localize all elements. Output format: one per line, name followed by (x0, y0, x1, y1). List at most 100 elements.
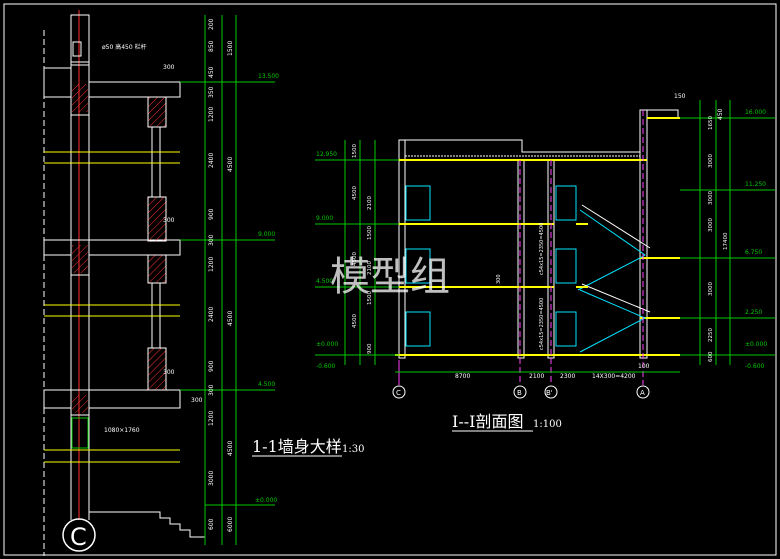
parapet (70, 14, 90, 66)
dim-text: 1650 (708, 116, 714, 130)
window-1f-b (555, 311, 577, 347)
detail-dims-col2: 1500 4500 4500 4500 6000 (227, 41, 234, 532)
wall-detail (43, 10, 275, 556)
detail-elev-1: 13.500 (258, 73, 279, 80)
dim-300-b: 300 (163, 217, 175, 224)
sec-elev-l-5: -0.600 (316, 363, 336, 370)
dim-text: 4500 (227, 441, 234, 456)
sec-elev-r-3: 6.750 (745, 249, 762, 256)
lintel-hatch-1 (147, 96, 167, 128)
sec-dim-2300: 2300 (560, 373, 575, 380)
dim-text: 6000 (227, 517, 234, 532)
stair-rail-1 (581, 204, 651, 249)
sec-axis-label-b: B (517, 389, 522, 397)
stair-flight-2 (579, 289, 647, 353)
dim-text: 3000 (708, 154, 714, 168)
sec-elev-l-4: ±0.000 (316, 341, 338, 348)
sec-dim-100: 100 (638, 363, 650, 370)
window-frame (71, 417, 89, 449)
sec-elev-l-3: 4.500 (316, 278, 333, 285)
section-scale: 1:100 (533, 419, 562, 430)
sec-axis-label-b2: B' (546, 389, 553, 397)
lintel-hatch-2 (147, 196, 167, 242)
dim-text: 900 (367, 343, 373, 354)
sec-right-dims: 1650 3000 3000 3000 3000 2250 600 17400 (708, 116, 729, 362)
dim-text: 1500 (352, 144, 358, 158)
dim-text: 3000 (208, 471, 215, 486)
section-drawing (315, 100, 775, 399)
dim-text: 1200 (208, 411, 215, 426)
dim-text: 3000 (708, 191, 714, 205)
sec-elev-l-2: 9.000 (316, 215, 333, 222)
dim-text: 600 (708, 351, 714, 362)
dim-text: 2250 (708, 328, 714, 342)
floor-slab-2 (43, 239, 181, 276)
sheet-border (3, 3, 777, 556)
dim-text: 1200 (208, 107, 215, 122)
sec-dim-8700: 8700 (455, 373, 470, 380)
dim-text: 2400 (208, 153, 215, 168)
dim-text: 4500 (352, 252, 358, 266)
detail-elev-2: 9.000 (258, 231, 275, 238)
ground-steps (89, 511, 205, 538)
detail-dims-col1: 200 850 450 350 1200 2400 900 300 1200 2… (208, 18, 215, 530)
dim-text: 4500 (227, 311, 234, 326)
window-3f-b (555, 185, 577, 221)
sec-top-dim-150: 150 (674, 93, 686, 100)
sec-dim-stairs: 14X300=4200 (592, 373, 636, 380)
dim-300-d: 300 (191, 397, 203, 404)
dim-text: 2400 (208, 307, 215, 322)
stair-rail-2 (581, 283, 651, 313)
dim-300-c: 300 (163, 369, 175, 376)
detail-title: 1-1墙身大样 (252, 437, 342, 456)
dim-text: 2100 (367, 196, 373, 210)
dim-text: 17400 (723, 232, 729, 250)
dim-text: 3000 (708, 282, 714, 296)
sec-axis-label-c: C (396, 389, 401, 397)
dim-text: 1500 (227, 41, 234, 56)
dim-text: 4500 (352, 186, 358, 200)
window-2f-b (555, 248, 577, 284)
dim-text: 1200 (208, 257, 215, 272)
beam-hatch-3 (72, 395, 88, 413)
sec-small-dim: 300 (496, 274, 502, 284)
axis-bubble-c (62, 518, 96, 552)
sec-elev-r-4: 2.250 (745, 309, 762, 316)
dim-text: 4500 (227, 157, 234, 172)
beam-hatch-2 (72, 245, 88, 273)
dim-300-a: 300 (163, 64, 175, 71)
detail-elev-3: 4.500 (258, 381, 275, 388)
sec-axis-label-a: A (640, 389, 645, 397)
window-2f-c (405, 248, 431, 284)
lintel-hatch-3 (147, 254, 167, 284)
roof-outline (399, 109, 679, 153)
dim-text: 1500 (367, 226, 373, 240)
sec-left-dims: 1500 4500 2100 1500 4500 2100 1500 4500 … (352, 144, 373, 354)
dim-text: 3000 (708, 218, 714, 232)
dim-text: 350 (208, 86, 215, 98)
axis-bubble-sec-a (636, 385, 650, 399)
dim-text: 4500 (352, 314, 358, 328)
section-title: I--I剖面图 (452, 412, 523, 431)
sec-elev-r-1: 16.000 (745, 109, 766, 116)
sec-elev-l-1: 12.950 (316, 151, 337, 158)
dim-text: 850 (208, 40, 215, 52)
dim-text: 200 (208, 18, 215, 30)
window-3f-c (405, 185, 431, 221)
sec-elev-r-2: 11.250 (745, 181, 766, 188)
dim-text: 600 (208, 518, 215, 530)
dim-text: 2100 (367, 261, 373, 275)
axis-bubble-sec-c (392, 385, 406, 399)
note-railing: ø50 高450 栏杆 (102, 43, 147, 51)
dim-text: 900 (208, 208, 215, 220)
dim-text: 1500 (367, 291, 373, 305)
stair-dim-2: c54x15=2350=4500 (539, 298, 545, 350)
window-1f-c (405, 311, 431, 347)
floor-slab-1 (43, 389, 181, 416)
roof-slab (43, 61, 181, 116)
railing-post (72, 41, 82, 57)
sec-top-dim-450: 450 (717, 108, 724, 120)
beam-hatch-1 (72, 84, 88, 112)
